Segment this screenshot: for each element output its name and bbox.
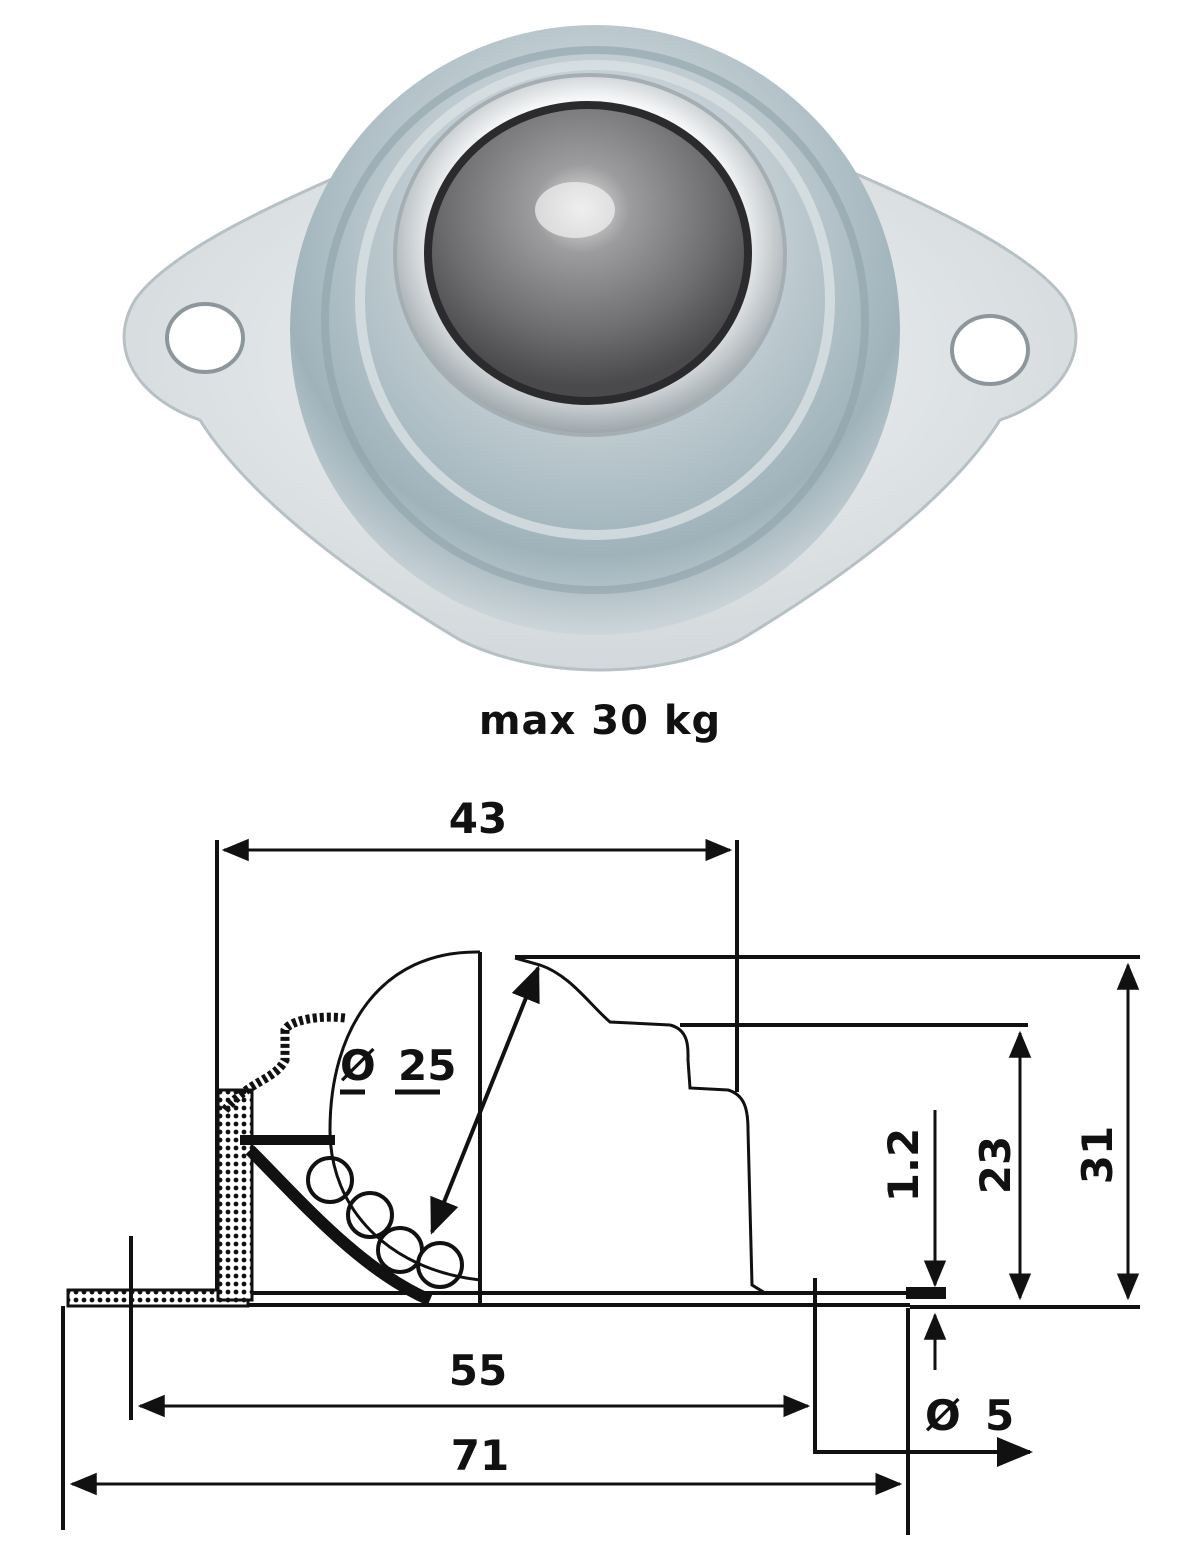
product-photo bbox=[0, 0, 1200, 690]
dimension-43: 43 bbox=[449, 794, 507, 843]
dimension-23: 23 bbox=[971, 1136, 1020, 1194]
ball-transfer-unit-image bbox=[122, 25, 1078, 672]
diameter-symbol: Ø bbox=[340, 1041, 376, 1090]
steel-ball bbox=[424, 101, 752, 405]
dimension-drawing: 43 Ø 25 1.2 23 31 55 71 Ø 5 bbox=[61, 794, 1140, 1535]
max-load-label: max 30 kg bbox=[478, 698, 722, 744]
diameter-symbol: Ø bbox=[925, 1391, 961, 1440]
dimension-71: 71 bbox=[451, 1431, 509, 1480]
hole-diameter-value: 5 bbox=[985, 1391, 1014, 1440]
dimension-hole-diameter: Ø 5 bbox=[925, 1391, 1014, 1440]
technical-drawing: 43 Ø 25 1.2 23 31 55 71 Ø 5 bbox=[0, 770, 1200, 1560]
ball-diameter-value: 25 bbox=[398, 1041, 456, 1090]
dimension-31: 31 bbox=[1073, 1126, 1122, 1184]
mounting-hole-left bbox=[165, 302, 245, 374]
mounting-hole-right bbox=[950, 314, 1030, 386]
dimension-55: 55 bbox=[449, 1346, 507, 1395]
dimension-1-2: 1.2 bbox=[879, 1128, 928, 1202]
dimension-ball-diameter: Ø 25 bbox=[340, 1041, 456, 1095]
